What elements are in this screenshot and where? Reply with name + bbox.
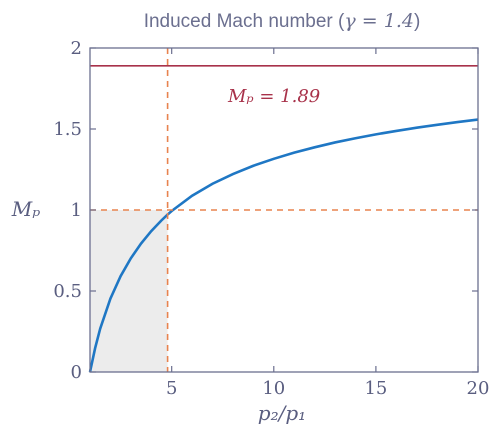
chart-title: Induced Mach number (γ = 1.4) xyxy=(144,10,421,32)
y-tick-label: 0.5 xyxy=(53,281,82,302)
x-tick-label: 15 xyxy=(364,378,387,399)
y-axis-label: Mₚ xyxy=(11,197,40,221)
shaded-region xyxy=(90,210,168,372)
y-tick-label: 0 xyxy=(71,362,82,383)
x-axis-label: p₂/p₁ xyxy=(258,401,306,425)
y-tick-label: 1 xyxy=(71,200,82,221)
y-tick-label: 2 xyxy=(71,38,82,59)
series-line xyxy=(88,118,479,373)
asymptote-label: Mₚ = 1.89 xyxy=(227,86,320,107)
plot-frame xyxy=(89,47,479,373)
x-tick-label: 5 xyxy=(166,378,177,399)
x-tick-label: 20 xyxy=(467,378,490,399)
x-tick-label: 10 xyxy=(262,378,285,399)
y-tick-label: 1.5 xyxy=(53,119,82,140)
